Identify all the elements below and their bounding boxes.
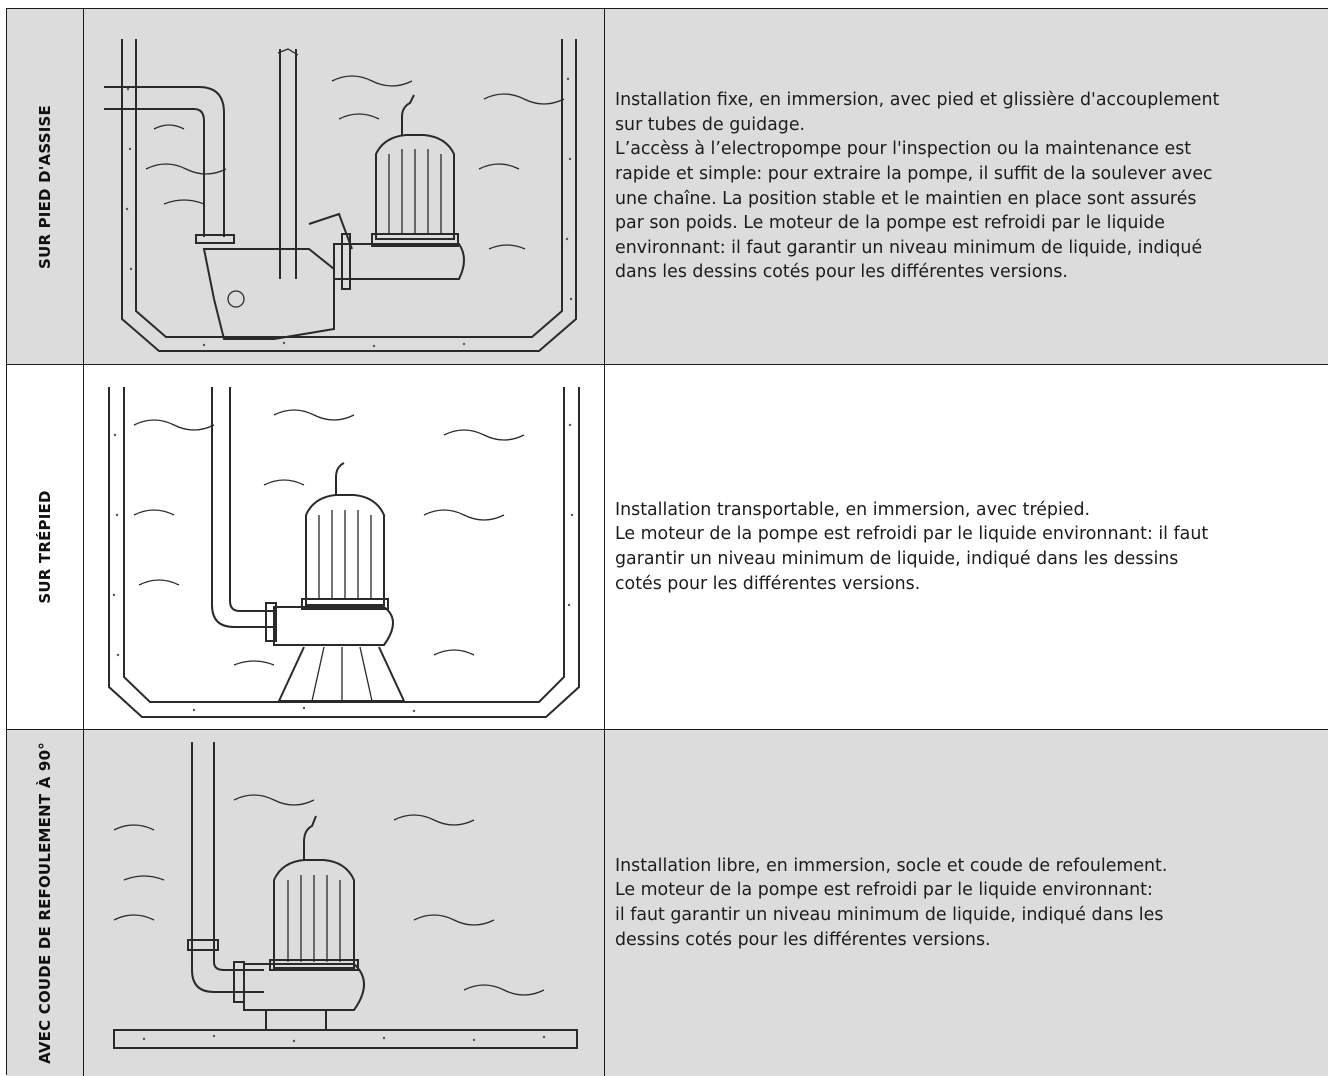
row-label: SUR PIED D'ASSISE (36, 104, 54, 269)
description-text: Installation fixe, en immersion, avec pi… (615, 90, 1220, 283)
description-cell: Installation fixe, en immersion, avec pi… (605, 9, 1328, 364)
row-label-cell: SUR TRÉPIED (7, 365, 84, 729)
table-row: AVEC COUDE DE REFOULEMENT À 90° (7, 730, 1328, 1076)
table-row: SUR PIED D'ASSISE (7, 9, 1328, 365)
row-label-cell: AVEC COUDE DE REFOULEMENT À 90° (7, 730, 84, 1076)
description-text: Installation transportable, en immersion… (615, 499, 1209, 594)
pump-on-tripod-illustration (84, 365, 605, 729)
row-label: SUR TRÉPIED (36, 490, 54, 604)
description-cell: Installation transportable, en immersion… (605, 365, 1328, 729)
row-label: AVEC COUDE DE REFOULEMENT À 90° (36, 742, 54, 1064)
pump-with-elbow-illustration (84, 730, 605, 1076)
description-cell: Installation libre, en immersion, socle … (605, 730, 1328, 1076)
row-label-cell: SUR PIED D'ASSISE (7, 9, 84, 364)
description-text: Installation libre, en immersion, socle … (615, 855, 1168, 950)
table-row: SUR TRÉPIED (7, 365, 1328, 730)
pump-on-base-illustration (84, 9, 605, 364)
installation-table: SUR PIED D'ASSISE (6, 8, 1328, 1076)
